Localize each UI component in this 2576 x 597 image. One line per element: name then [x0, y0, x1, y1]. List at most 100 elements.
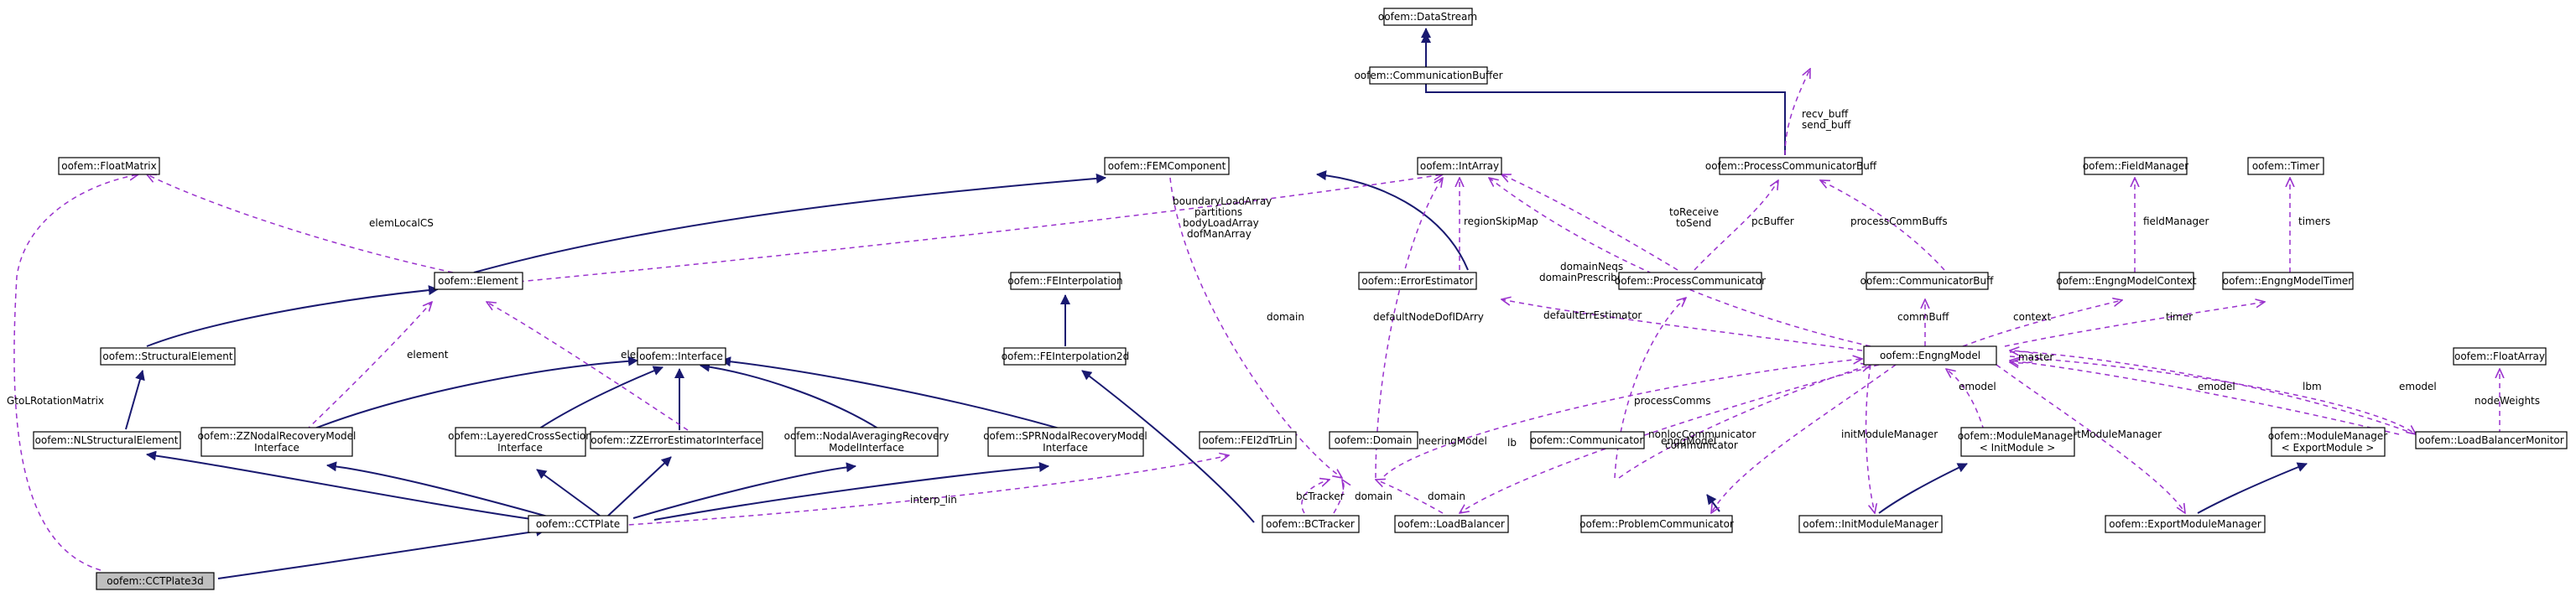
- node-errorestimator[interactable]: oofem::ErrorEstimator: [1358, 272, 1477, 290]
- node-femcomponent-label: oofem::FEMComponent: [1108, 160, 1226, 172]
- edge-use-element-zz: [305, 302, 432, 431]
- node-loadbalancer[interactable]: oofem::LoadBalancer: [1394, 515, 1509, 533]
- label-domain: domain: [1267, 311, 1304, 323]
- node-communicator-label: oofem::Communicator: [1531, 434, 1644, 446]
- node-exportmodulemanager-label: oofem::ExportModuleManager: [2109, 518, 2261, 530]
- node-zznodal[interactable]: oofem::ZZNodalRecoveryModel Interface: [198, 427, 356, 457]
- label-bctracker: bcTracker: [1296, 491, 1345, 502]
- edge-inherit-zznodal-interface: [310, 356, 638, 431]
- node-communicator[interactable]: oofem::Communicator: [1530, 431, 1645, 449]
- node-domain[interactable]: oofem::Domain: [1329, 431, 1418, 449]
- edge-inherit-initmm-mminit: [1878, 463, 1968, 514]
- label-context: context: [2013, 311, 2052, 323]
- node-proccommbuff[interactable]: oofem::ProcessCommunicatorBuff: [1705, 157, 1877, 175]
- node-engngmodeltimer[interactable]: oofem::EngngModelTimer: [2222, 272, 2354, 290]
- edge-use-element-intarray: [481, 174, 1443, 286]
- edge-use-gtolrotation: [13, 174, 138, 571]
- nodes: oofem::DataStream oofem::CommunicationBu…: [33, 8, 2568, 590]
- node-bctracker[interactable]: oofem::BCTracker: [1262, 515, 1360, 533]
- edge-use-emodel-lb: [2010, 361, 2400, 435]
- label-domain-bc: domain: [1355, 491, 1392, 502]
- edge-inherit-structuralelement-element: [146, 285, 439, 347]
- node-loadbalancermonitor-label: oofem::LoadBalancerMonitor: [2418, 434, 2563, 446]
- edge-inherit-cctplate-zzerror: [607, 456, 672, 517]
- node-floatarray[interactable]: oofem::FloatArray: [2453, 347, 2547, 366]
- node-cctplate3d[interactable]: oofem::CCTPlate3d: [96, 572, 215, 590]
- node-structuralelement[interactable]: oofem::StructuralElement: [100, 347, 236, 366]
- node-element[interactable]: oofem::Element: [434, 272, 523, 290]
- node-femcomponent[interactable]: oofem::FEMComponent: [1104, 157, 1230, 175]
- node-engngmodelcontext-label: oofem::EngngModelContext: [2056, 275, 2196, 287]
- edge-use-exportmodulemanager: [1996, 364, 2185, 513]
- edge-use-interp-lin: [536, 455, 1229, 531]
- node-layered[interactable]: oofem::LayeredCrossSection Interface: [448, 427, 592, 457]
- node-interface[interactable]: oofem::Interface: [637, 347, 726, 366]
- label-timers: timers: [2298, 215, 2330, 227]
- node-engngmodelcontext[interactable]: oofem::EngngModelContext: [2056, 272, 2197, 290]
- node-sprnodal[interactable]: oofem::SPRNodalRecoveryModel Interface: [983, 427, 1147, 457]
- node-initmodulemanager-label: oofem::InitModuleManager: [1803, 518, 1939, 530]
- edge-use-domain-femcomponent: [1169, 177, 1342, 478]
- node-nodalavg-label-2: ModelInterface: [829, 442, 904, 454]
- node-engngmodel-label: oofem::EngngModel: [1880, 350, 1980, 361]
- node-fieldmanager[interactable]: oofem::FieldManager: [2083, 157, 2188, 175]
- node-mmexport[interactable]: oofem::ModuleManager < ExportModule >: [2268, 427, 2387, 457]
- node-mminit-label-1: oofem::ModuleManager: [1958, 430, 2077, 442]
- node-nlstructuralelement[interactable]: oofem::NLStructuralElement: [33, 431, 181, 449]
- edge-use-emodel-lbm: [2010, 350, 2417, 435]
- node-timer[interactable]: oofem::Timer: [2247, 157, 2324, 175]
- node-exportmodulemanager[interactable]: oofem::ExportModuleManager: [2105, 515, 2266, 533]
- label-defaulterrestimator: defaultErrEstimator: [1543, 309, 1642, 321]
- node-engngmodel[interactable]: oofem::EngngModel: [1863, 345, 1997, 366]
- label-nonloccommunicator: nonlocCommunicator: [1648, 428, 1756, 440]
- node-commbuffer[interactable]: oofem::CommunicationBuffer: [1354, 66, 1503, 85]
- edge-inherit-element-femcomponent: [473, 173, 1106, 273]
- edge-inherit-fei2dtrlin-feinterp2d: [1081, 370, 1255, 523]
- node-mminit[interactable]: oofem::ModuleManager < InitModule >: [1958, 427, 2077, 457]
- node-communicatorbuff-label: oofem::CommunicatorBuff: [1860, 275, 1994, 287]
- edge-inherit-proccommbuff-datastream: [1421, 33, 1786, 155]
- node-sprnodal-label-1: oofem::SPRNodalRecoveryModel: [983, 430, 1147, 442]
- edge-use-emodel-mm: [1946, 369, 1985, 431]
- edge-use-context: [1962, 300, 2122, 347]
- node-initmodulemanager[interactable]: oofem::InitModuleManager: [1798, 515, 1943, 533]
- node-problemcommunicator[interactable]: oofem::ProblemCommunicator: [1579, 515, 1734, 533]
- node-feinterpolation[interactable]: oofem::FEInterpolation: [1007, 272, 1123, 290]
- node-structuralelement-label: oofem::StructuralElement: [102, 350, 232, 362]
- label-domainneqs: domainNeqs: [1560, 261, 1623, 273]
- node-cctplate[interactable]: oofem::CCTPlate: [528, 515, 628, 533]
- edge-inherit-cctplate-sprnodal: [653, 462, 1049, 521]
- node-cctplate3d-label: oofem::CCTPlate3d: [107, 575, 203, 587]
- edge-use-defaulterrestimator: [1501, 299, 1863, 351]
- node-datastream[interactable]: oofem::DataStream: [1378, 8, 1477, 26]
- label-tosend: toSend: [1676, 217, 1711, 229]
- label-regionskipmap: regionSkipMap: [1464, 215, 1538, 227]
- label-enggmodel: enggModel: [1661, 435, 1716, 447]
- node-zzerror[interactable]: oofem::ZZErrorEstimatorInterface: [590, 431, 763, 449]
- node-feinterpolation2d[interactable]: oofem::FEInterpolation2d: [1002, 347, 1130, 366]
- label-element-zz: element: [407, 349, 449, 361]
- node-fei2dtrlin[interactable]: oofem::FEI2dTrLin: [1199, 431, 1297, 449]
- edge-use-element-zzerr: [487, 302, 689, 431]
- label-dofmanarray: dofManArray: [1187, 228, 1252, 240]
- node-intarray[interactable]: oofem::IntArray: [1417, 157, 1502, 175]
- edge-inherit-cctplate3d-cctplate: [217, 526, 546, 579]
- edge-use-domain-bc: [1333, 480, 1344, 514]
- edge-use-enggmodel: [1618, 365, 1871, 479]
- edge-inherit-sprnodal-interface: [721, 356, 1066, 431]
- node-element-label: oofem::Element: [438, 275, 518, 287]
- label-pcbuffer: pcBuffer: [1751, 215, 1794, 227]
- node-proccommunicator[interactable]: oofem::ProcessCommunicator: [1615, 272, 1766, 290]
- label-proccommbuffs: processCommBuffs: [1850, 215, 1948, 227]
- node-communicatorbuff[interactable]: oofem::CommunicatorBuff: [1860, 272, 1994, 290]
- node-floatmatrix[interactable]: oofem::FloatMatrix: [58, 157, 160, 175]
- label-emodel-lbm: emodel: [2399, 381, 2437, 392]
- label-master: master: [2018, 351, 2053, 363]
- node-domain-label: oofem::Domain: [1335, 434, 1413, 446]
- edge-inherit-nlstructural-structural: [125, 370, 145, 430]
- node-cctplate-label: oofem::CCTPlate: [536, 518, 620, 530]
- node-nodalavg[interactable]: oofem::NodalAveragingRecovery ModelInter…: [784, 427, 950, 457]
- node-zznodal-label-2: Interface: [254, 442, 299, 454]
- node-loadbalancermonitor[interactable]: oofem::LoadBalancerMonitor: [2415, 431, 2568, 449]
